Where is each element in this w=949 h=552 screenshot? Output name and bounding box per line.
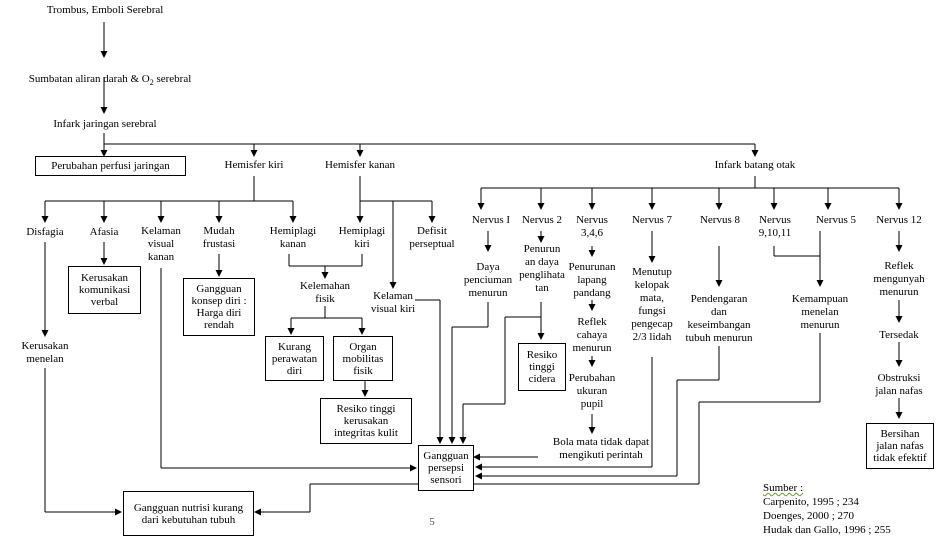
node-nervus-7: Nervus 7 xyxy=(631,214,673,226)
node-perubahan-pupil: Perubahan ukuran pupil xyxy=(568,372,616,410)
node-gangguan-nutrisi-box: Gangguan nutrisi kurang dari kebutuhan t… xyxy=(123,491,254,536)
node-nervus-12: Nervus 12 xyxy=(876,214,922,226)
node-nervus-2: Nervus 2 xyxy=(521,214,563,226)
node-kelemahan-fisik: Kelemahan fisik xyxy=(299,280,351,305)
node-obstruksi: Obstruksi jalan nafas xyxy=(875,372,923,397)
node-mudah-frustasi: Mudah frustasi xyxy=(202,225,236,250)
node-kelaman-visual-kanan: Kelaman visual kanan xyxy=(141,225,181,263)
node-bersihan-jalan-nafas-box: Bersihan jalan nafas tidak efektif xyxy=(866,423,934,469)
page-number: 5 xyxy=(429,516,435,528)
node-organ-mobilitas-box: Organ mobilitas fisik xyxy=(333,336,393,381)
node-nervus-1: Nervus I xyxy=(471,214,511,226)
node-gangguan-konsep-box: Gangguan konsep diri : Harga diri rendah xyxy=(183,278,255,336)
node-afasia: Afasia xyxy=(89,226,119,238)
node-nervus-346: Nervus 3,4,6 xyxy=(576,214,608,239)
source-line-2: Doenges, 2000 ; 270 xyxy=(763,510,855,522)
node-menutup-kelopak: Menutup kelopak mata, fungsi pengecap 2/… xyxy=(631,266,673,343)
sources-block: Sumber : Carpenito, 1995 ; 234 Doenges, … xyxy=(763,481,891,537)
sumbatan-text-b: serebral xyxy=(153,73,192,85)
node-hemisfer-kanan: Hemisfer kanan xyxy=(325,159,395,171)
node-nervus-5: Nervus 5 xyxy=(815,214,857,226)
node-tersedak: Tersedak xyxy=(879,329,919,341)
sources-heading: Sumber : xyxy=(763,482,804,494)
source-line-1: Carpenito, 1995 ; 234 xyxy=(763,496,859,508)
sumbatan-subscript: 2 xyxy=(149,78,154,88)
source-line-3: Hudak dan Gallo, 1996 ; 255 xyxy=(763,524,891,536)
node-defisit-perseptual: Defisit perseptual xyxy=(409,225,455,250)
node-perfusi-box: Perubahan perfusi jaringan xyxy=(35,156,186,176)
node-kerusakan-menelan: Kerusakan menelan xyxy=(21,340,69,365)
node-pendengaran: Pendengaran dan keseimbangan tubuh menur… xyxy=(685,293,753,344)
node-trombus: Trombus, Emboli Serebral xyxy=(46,4,164,16)
node-gangguan-persepsi-box: Gangguan persepsi sensori xyxy=(418,445,474,491)
node-infark-batang-otak: Infark batang otak xyxy=(714,159,796,171)
node-bola-mata: Bola mata tidak dapat mengikuti perintah xyxy=(552,436,650,461)
node-reflek-mengunyah: Reflek mengunyah menurun xyxy=(873,260,925,298)
sumbatan-text-a: Sumbatan aliran darah & O xyxy=(28,73,150,85)
node-kemampuan-menelan: Kemampuan menelan menurun xyxy=(791,293,849,331)
node-nervus-91011: Nervus 9,10,11 xyxy=(758,214,792,239)
node-kerusakan-komunikasi-box: Kerusakan komunikasi verbal xyxy=(68,266,141,314)
node-hemiplagi-kanan: Hemiplagi kanan xyxy=(269,225,317,250)
node-penurunan-lapang-pandang: Penurunan lapang pandang xyxy=(568,261,616,299)
node-daya-penciuman: Daya penciuman menurun xyxy=(463,261,513,299)
node-hemiplagi-kiri: Hemiplagi kiri xyxy=(338,225,386,250)
node-infark: Infark jaringan serebral xyxy=(53,118,157,130)
node-resiko-cidera-box: Resiko tinggi cidera xyxy=(518,343,566,391)
node-nervus-8: Nervus 8 xyxy=(699,214,741,226)
node-kelaman-visual-kiri: Kelaman visual kiri xyxy=(370,290,416,315)
node-disfagia: Disfagia xyxy=(26,226,64,238)
node-sumbatan: Sumbatan aliran darah & O2 serebral xyxy=(10,60,210,89)
node-penurunan-daya-penglihatan: Penurun an daya penglihata tan xyxy=(519,243,565,294)
node-resiko-kerusakan-box: Resiko tinggi kerusakan integritas kulit xyxy=(320,398,412,444)
node-reflek-cahaya: Reflek cahaya menurun xyxy=(572,316,612,354)
node-hemisfer-kiri: Hemisfer kiri xyxy=(224,159,284,171)
node-kurang-perawatan-box: Kurang perawatan diri xyxy=(265,336,324,381)
